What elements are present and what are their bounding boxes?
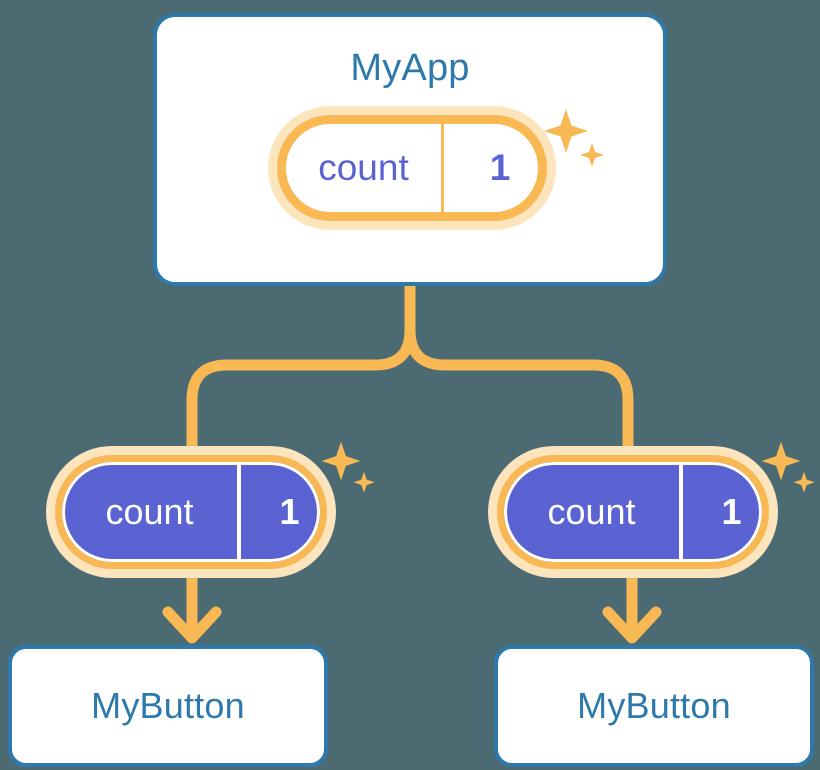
signal-key-label: count: [105, 491, 194, 532]
signal-pill-consumer-right[interactable]: count 1: [488, 446, 778, 578]
signal-key-label: count: [547, 491, 636, 532]
connector-arrow-right: [602, 578, 662, 644]
signal-pill-inner: count 1: [55, 455, 327, 569]
signal-pill-inner: count 1: [497, 455, 769, 569]
component-card-mybutton-right[interactable]: MyButton: [494, 645, 814, 767]
signal-value-label: 1: [237, 462, 320, 562]
component-title: MyButton: [91, 685, 245, 726]
signal-value-label: 1: [679, 462, 762, 562]
signal-pill-body: count 1: [46, 446, 336, 578]
signal-pill-root[interactable]: count 1: [268, 106, 556, 230]
signal-pill-inner: count 1: [277, 115, 547, 221]
signal-pill-consumer-left[interactable]: count 1: [46, 446, 336, 578]
component-title: MyButton: [577, 685, 731, 726]
signal-pill-body: count 1: [268, 106, 556, 230]
signal-pill-body: count 1: [488, 446, 778, 578]
signal-value-label: 1: [441, 124, 538, 212]
component-card-mybutton-left[interactable]: MyButton: [8, 645, 328, 767]
signal-key-label: count: [318, 147, 409, 188]
connector-arrow-left: [162, 578, 222, 644]
page-title: MyApp: [350, 47, 470, 89]
